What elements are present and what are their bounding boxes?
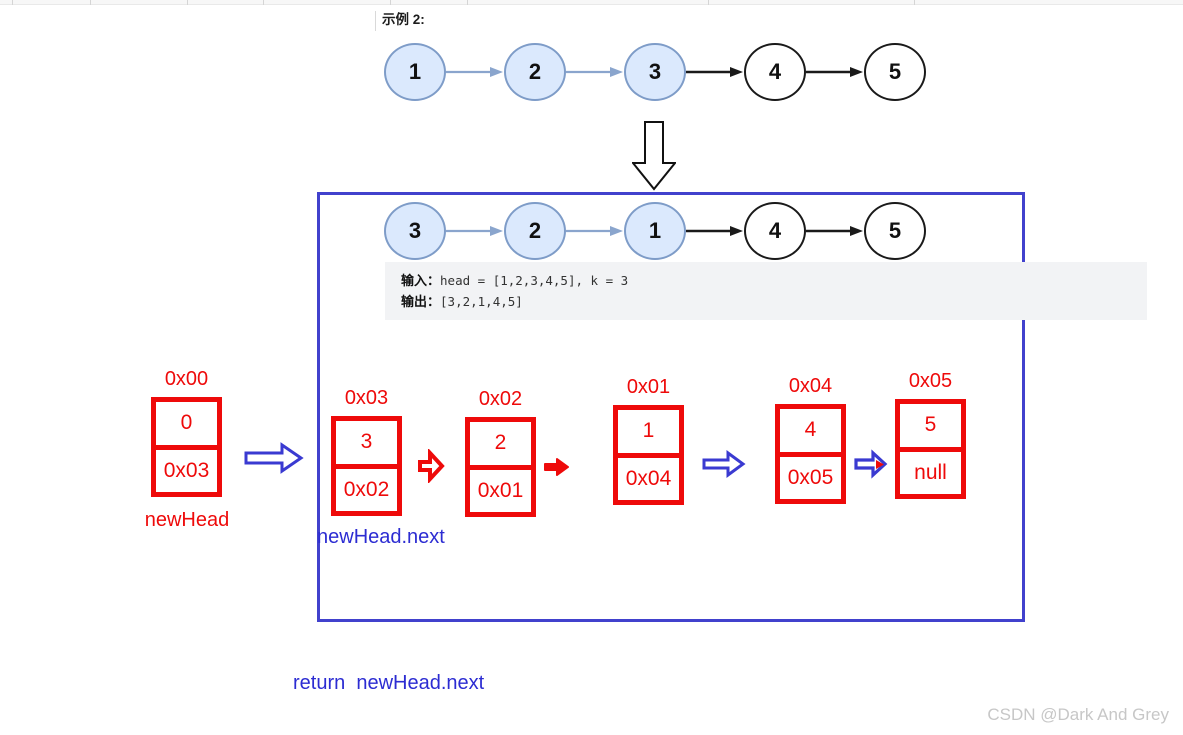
io-output-line: 输出：[3,2,1,4,5] [401, 291, 1147, 312]
node-value: 3 [408, 218, 422, 243]
red-right-arrow-icon [418, 449, 445, 483]
memory-next: 0x03 [163, 458, 210, 482]
memory-address: 0x02 [478, 388, 523, 410]
memory-node-0x02: 0x02 2 0x01 [465, 386, 536, 517]
memory-address: 0x03 [344, 387, 389, 409]
node-value: 5 [888, 59, 902, 84]
node-value: 4 [768, 59, 782, 84]
strip-tick [263, 0, 264, 5]
list-node: 5 [864, 202, 926, 260]
table-edge-strip [0, 0, 1183, 5]
next-pointer-arrow-icon [686, 67, 743, 77]
memory-node-0x04: 0x04 4 0x05 [775, 373, 846, 504]
blue-red-tip-arrow-icon [854, 449, 888, 479]
next-pointer-arrow-icon [806, 226, 863, 236]
list-node: 4 [744, 43, 806, 101]
next-pointer-arrow-icon [446, 67, 503, 77]
node-value: 1 [648, 218, 662, 243]
down-arrow-icon [632, 121, 676, 191]
example-label: 示例 2: [382, 12, 425, 27]
next-pointer-arrow-icon [566, 67, 623, 77]
list-node: 2 [504, 43, 566, 101]
red-small-arrow-icon [544, 458, 569, 476]
memory-address: 0x05 [908, 370, 953, 392]
memory-next: 0x01 [477, 478, 524, 502]
list-node: 3 [624, 43, 686, 101]
io-input-line: 输入：head = [1,2,3,4,5], k = 3 [401, 270, 1147, 291]
memory-box: 1 0x04 [613, 405, 684, 505]
strip-tick [12, 0, 13, 5]
memory-next: 0x04 [625, 466, 672, 490]
memory-value: 4 [780, 409, 841, 457]
node-value: 1 [408, 59, 422, 84]
list-node: 1 [624, 202, 686, 260]
newhead-next-caption: newHead.next [317, 526, 445, 548]
memory-box: 3 0x02 [331, 416, 402, 516]
return-statement: return newHead.next [293, 672, 485, 694]
list-node: 2 [504, 202, 566, 260]
strip-tick [90, 0, 91, 5]
memory-value: 5 [900, 404, 961, 452]
node-value: 3 [648, 59, 662, 84]
memory-value: 0 [156, 402, 217, 450]
list-node: 5 [864, 43, 926, 101]
memory-box: 0 0x03 [151, 397, 222, 497]
output-code: [3,2,1,4,5] [440, 294, 523, 309]
csdn-watermark: CSDN @Dark And Grey [987, 705, 1169, 724]
node-value: 4 [768, 218, 782, 243]
memory-address: 0x01 [626, 376, 671, 398]
memory-node-0x03: 0x03 3 0x02 [331, 385, 402, 516]
memory-address: 0x00 [164, 368, 209, 390]
memory-value: 3 [336, 421, 397, 469]
io-panel: 输入：head = [1,2,3,4,5], k = 3 输出：[3,2,1,4… [385, 262, 1147, 320]
next-pointer-arrow-icon [566, 226, 623, 236]
strip-tick [390, 0, 391, 5]
memory-address: 0x04 [788, 375, 833, 397]
blue-right-arrow-icon [244, 442, 304, 474]
newhead-caption: newHead [144, 509, 230, 531]
next-pointer-arrow-icon [446, 226, 503, 236]
memory-node-0x05: 0x05 5 null [895, 368, 966, 499]
list-node: 4 [744, 202, 806, 260]
memory-node-0x00: 0x00 0 0x03 [151, 366, 222, 497]
memory-value: 1 [618, 410, 679, 458]
next-pointer-arrow-icon [806, 67, 863, 77]
list-node: 1 [384, 43, 446, 101]
node-value: 2 [528, 59, 542, 84]
input-label: 输入： [401, 273, 441, 288]
output-label: 输出： [401, 294, 441, 309]
quote-bar [375, 11, 376, 31]
next-pointer-arrow-icon [686, 226, 743, 236]
memory-box: 4 0x05 [775, 404, 846, 504]
memory-next: 0x05 [787, 465, 834, 489]
strip-tick [708, 0, 709, 5]
memory-next: 0x02 [343, 477, 390, 501]
memory-box: 5 null [895, 399, 966, 499]
strip-tick [187, 0, 188, 5]
memory-box: 2 0x01 [465, 417, 536, 517]
memory-value: 2 [470, 422, 531, 470]
list-node: 3 [384, 202, 446, 260]
node-value: 2 [528, 218, 542, 243]
memory-next: null [914, 460, 947, 484]
input-code: head = [1,2,3,4,5], k = 3 [440, 273, 629, 288]
strip-tick [467, 0, 468, 5]
memory-node-0x01: 0x01 1 0x04 [613, 374, 684, 505]
blue-right-arrow-icon [702, 450, 746, 478]
strip-tick [914, 0, 915, 5]
node-value: 5 [888, 218, 902, 243]
